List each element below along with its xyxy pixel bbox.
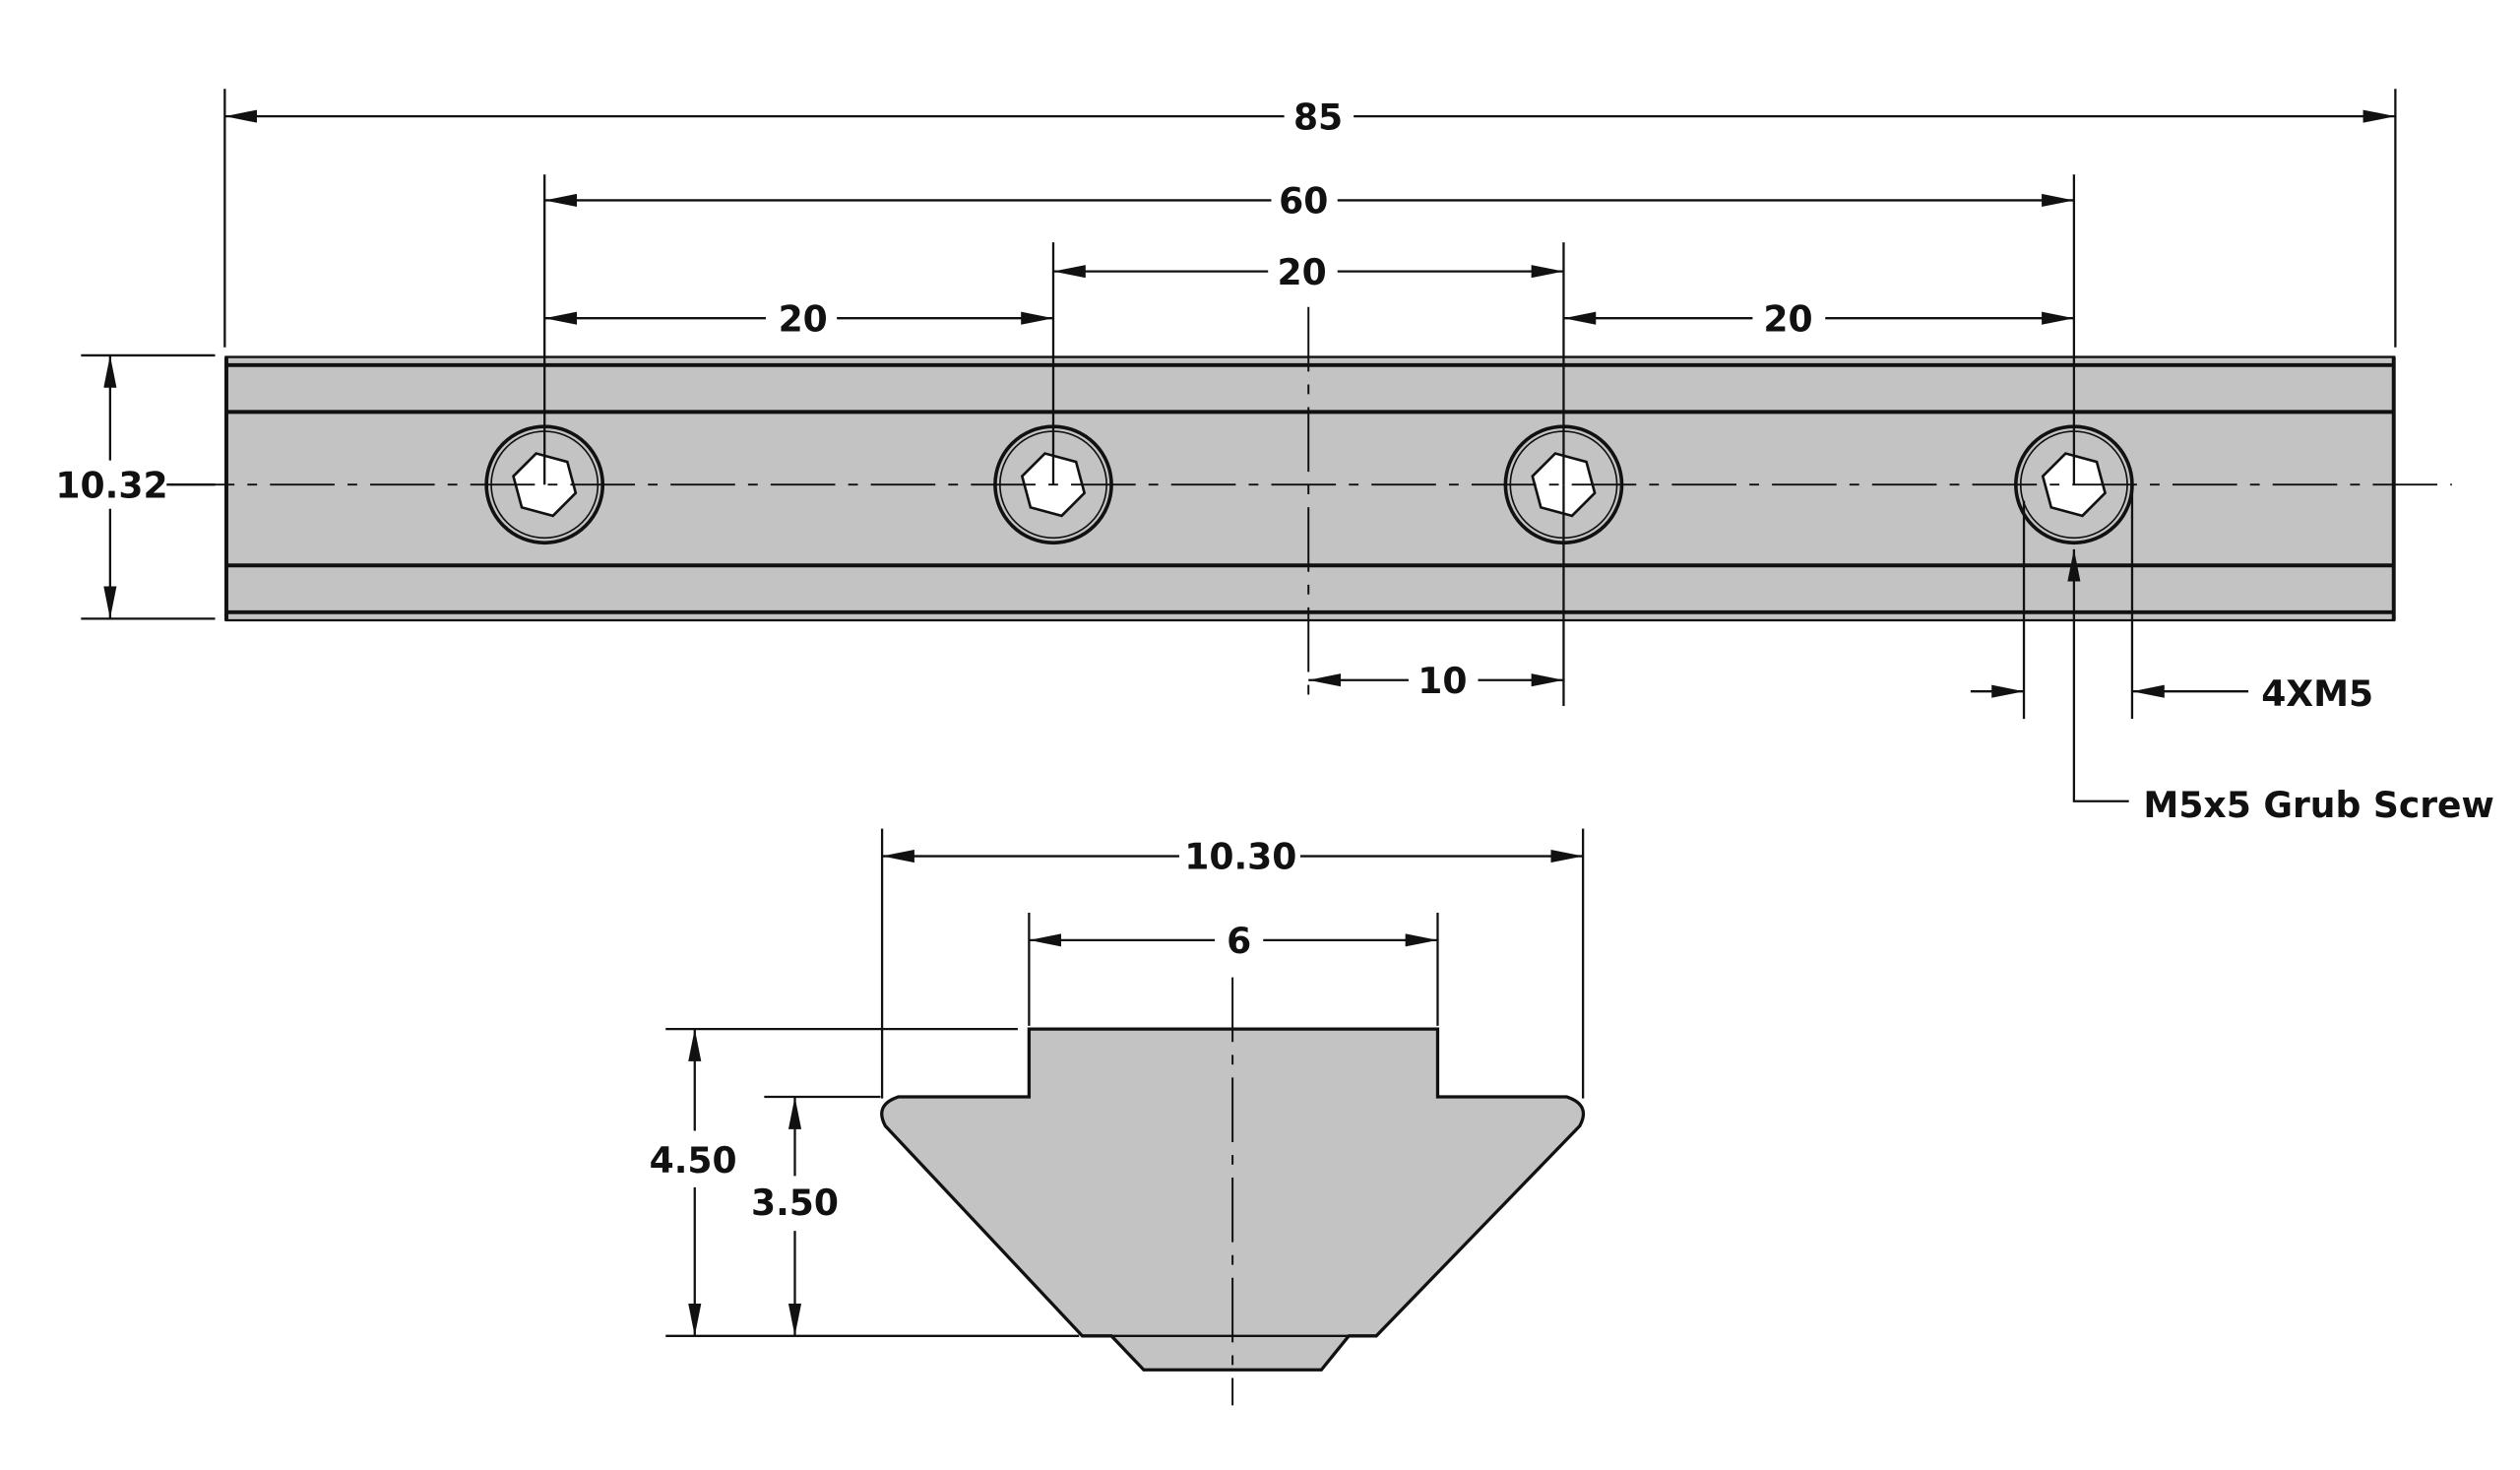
dim-pitch-left: 20 [544, 242, 1055, 485]
dim-center-offset: 10 [1308, 484, 1565, 706]
dim-neck-width: 6 [1028, 912, 1439, 1026]
dim-label: 60 [1279, 181, 1328, 223]
dim-label: 3.50 [751, 1182, 839, 1224]
dim-base-height: 3.50 [751, 1095, 881, 1336]
dim-height: 10.32 [55, 353, 216, 620]
dim-pitch-middle: 20 [1052, 242, 1565, 485]
dim-label: 4.50 [650, 1140, 737, 1182]
dim-label: 85 [1293, 96, 1343, 138]
t-nut-profile-view [880, 977, 1586, 1406]
dim-label: 10.30 [1184, 837, 1296, 878]
dim-base-width: 10.30 [880, 828, 1585, 1099]
callout-hole-size: 4XM5 [1970, 484, 2373, 720]
callout-grub-screw: M5x5 Grub Screw [2067, 548, 2494, 826]
dim-label: 10.32 [55, 465, 167, 506]
dim-pitch-right: 20 [1563, 298, 2074, 340]
dim-label: 20 [779, 298, 828, 340]
dim-overall-length: 85 [223, 89, 2397, 348]
callout-label: M5x5 Grub Screw [2143, 785, 2493, 826]
callout-label: 4XM5 [2261, 673, 2373, 715]
dim-label: 20 [1763, 298, 1812, 340]
dim-total-height: 4.50 [650, 1027, 1080, 1337]
dim-label: 6 [1227, 921, 1251, 962]
dim-label: 10 [1418, 661, 1467, 702]
dim-label: 20 [1278, 252, 1327, 293]
dim-hole-span: 60 [543, 174, 2076, 485]
